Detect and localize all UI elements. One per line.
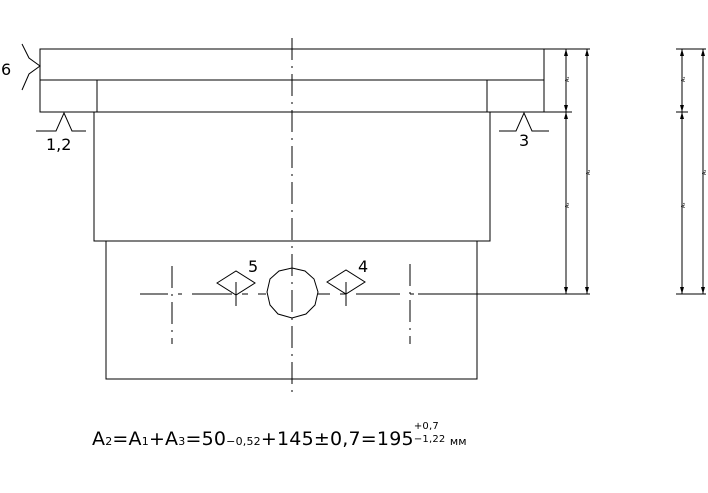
formula-unit: мм: [449, 435, 467, 448]
datum-symbol-3: [499, 111, 549, 132]
formula-a3-sub: 3: [178, 435, 186, 448]
label-5: 5: [248, 257, 258, 276]
formula-tol-lower: −1,22: [413, 434, 446, 445]
formula-a2: A: [92, 428, 106, 450]
formula-part2: +145±0,7=195: [260, 428, 414, 450]
formula-tolerance-final: +0,7 −1,22: [413, 422, 446, 445]
dimension-arrows-right: [680, 49, 705, 294]
formula-tol-upper: +0,7: [413, 421, 439, 432]
label-3: 3: [519, 131, 529, 150]
formula-a1-sub: 1: [141, 435, 149, 448]
datum-symbol-4: [326, 269, 366, 295]
dim-label-left-a3: A₃: [565, 203, 571, 208]
datum-symbol-5: [216, 270, 256, 296]
formula-a2-sub: 2: [105, 435, 113, 448]
dimension-chain-right: [676, 48, 706, 295]
dim-label-right-a3: A₃: [681, 203, 687, 208]
dimension-arrows-left: [564, 49, 589, 294]
dim-label-left-a1: A₁: [565, 77, 571, 82]
label-4: 4: [358, 257, 368, 276]
dim-label-right-a1: A₁: [681, 77, 687, 82]
dim-label-right-a2: A₂: [702, 170, 708, 175]
dim-label-left-a2: A₂: [586, 170, 592, 175]
formula-tolerance-1: −0,52: [226, 435, 261, 448]
formula-eq2: =50: [185, 428, 227, 450]
formula-plus1: +A: [148, 428, 179, 450]
dimension-chain-left: [544, 48, 590, 295]
label-1-2: 1,2: [46, 135, 71, 154]
datum-symbol-1-2: [36, 111, 86, 132]
datum-symbol-6: [21, 43, 41, 91]
formula-eq1: =A: [112, 428, 142, 450]
label-6: 6: [1, 60, 11, 79]
